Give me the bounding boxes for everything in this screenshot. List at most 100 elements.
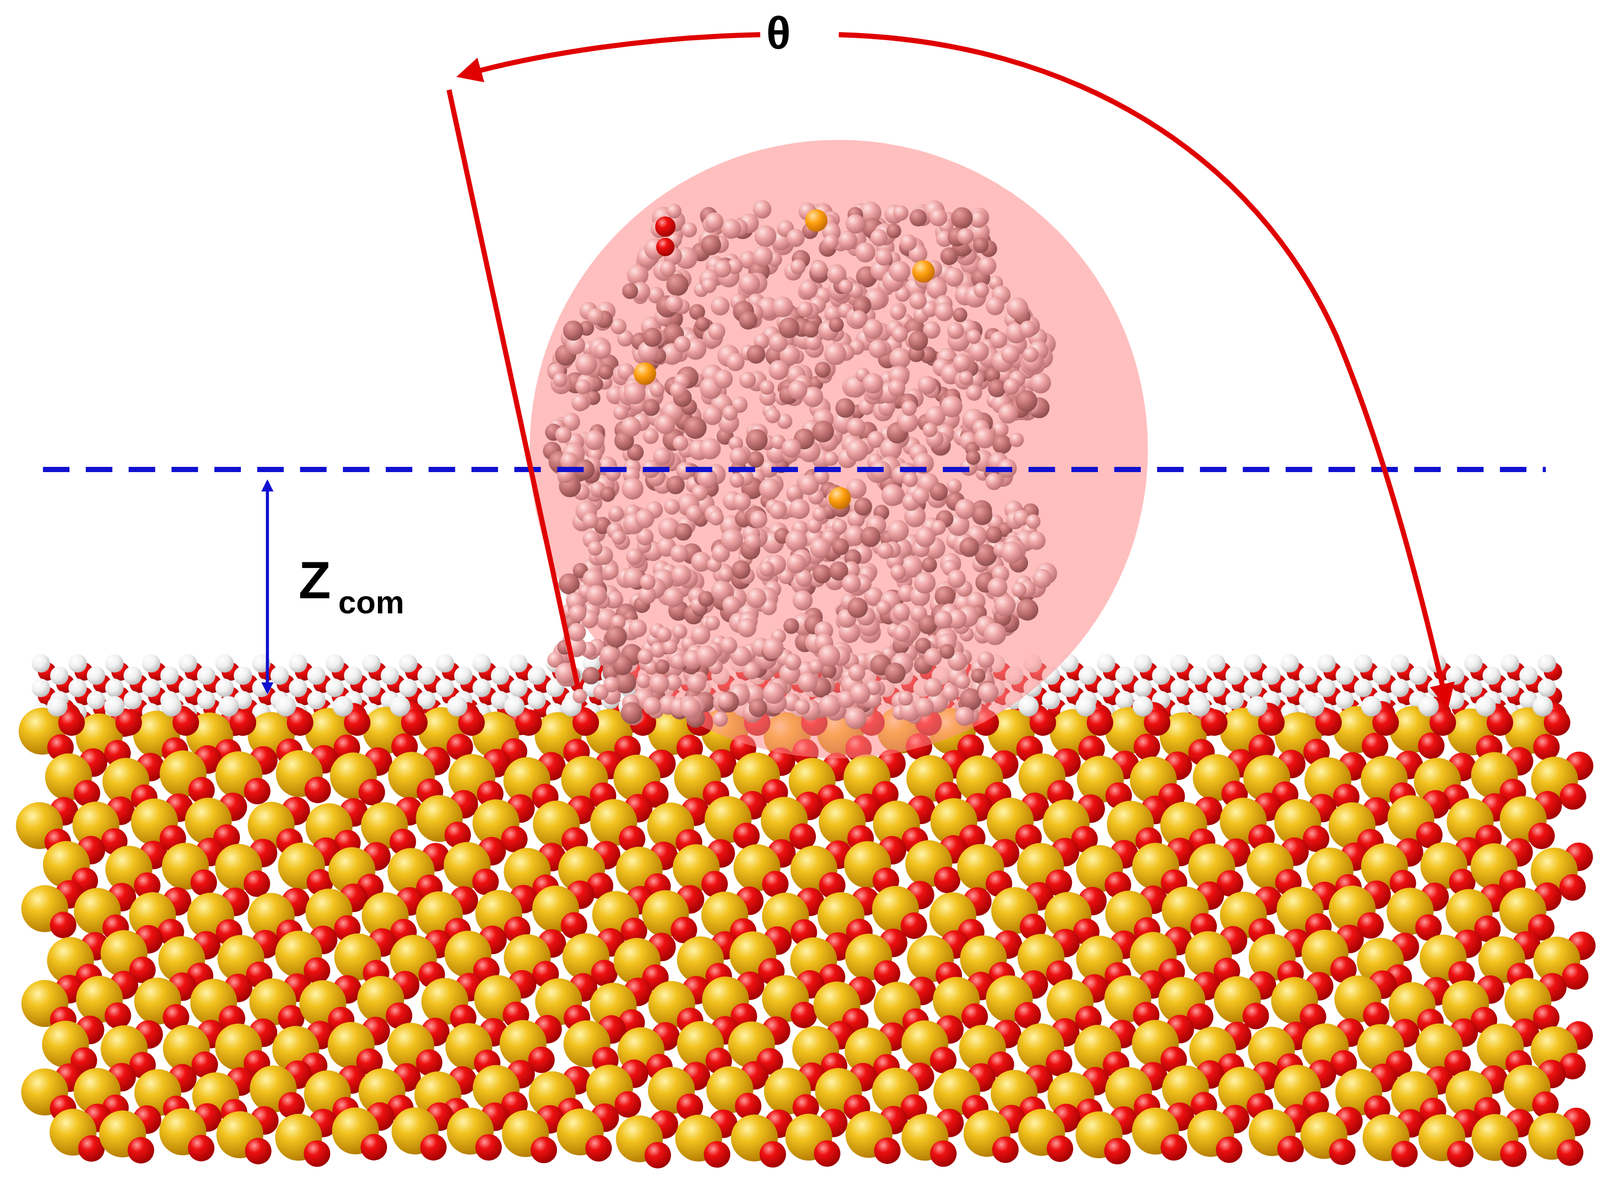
atom [127, 1136, 155, 1164]
atom [1189, 695, 1211, 717]
atom [666, 475, 685, 495]
atom [1041, 690, 1061, 710]
atom [1133, 653, 1153, 673]
atom [759, 1140, 787, 1168]
atom [50, 666, 69, 685]
atom [307, 666, 326, 685]
atom [1361, 732, 1389, 760]
atom [992, 434, 1012, 454]
atom [1133, 733, 1161, 760]
atom [1103, 1137, 1131, 1164]
atom [360, 1133, 387, 1161]
atom [1303, 695, 1325, 717]
atom [642, 427, 659, 444]
atom [1225, 690, 1244, 710]
atom [68, 678, 87, 697]
atom [1046, 1135, 1074, 1162]
atom [307, 690, 326, 710]
atom [362, 678, 381, 697]
atom [684, 416, 707, 439]
atom [435, 678, 454, 697]
atom [1246, 695, 1267, 717]
atom [104, 1001, 131, 1029]
atom [1335, 690, 1354, 710]
atom [419, 1133, 447, 1161]
atom [123, 666, 143, 685]
atom [1418, 732, 1445, 759]
atom [178, 653, 197, 673]
atom [1096, 653, 1116, 673]
atom [1188, 666, 1207, 685]
atom [509, 678, 528, 697]
atom [686, 673, 707, 693]
atom [86, 690, 106, 710]
atom [1500, 653, 1520, 673]
atom [31, 678, 51, 697]
atom [1464, 653, 1483, 673]
atom [703, 1140, 731, 1168]
atom [1418, 695, 1439, 717]
atom [362, 653, 381, 673]
atom [490, 666, 510, 685]
atom [1559, 873, 1586, 901]
atom [472, 653, 491, 673]
atom [585, 1134, 612, 1162]
atom [1528, 822, 1555, 849]
atom [1353, 678, 1373, 697]
atom [893, 205, 909, 221]
atom [1206, 653, 1226, 673]
atom [1160, 1133, 1188, 1161]
atom [1360, 695, 1382, 717]
atom [1280, 653, 1300, 673]
atom [105, 653, 124, 673]
atom [215, 653, 234, 673]
atom [917, 375, 937, 395]
atom [1519, 666, 1538, 685]
atom [701, 277, 717, 293]
atom [1464, 678, 1483, 697]
atom [288, 653, 308, 673]
atom [1225, 666, 1244, 685]
atom [196, 666, 216, 685]
atom [1317, 678, 1336, 697]
atom [1277, 1135, 1304, 1162]
protein-molecule [542, 199, 1058, 729]
atom [672, 624, 688, 640]
atom [1328, 1137, 1356, 1165]
atom [855, 242, 876, 263]
atom [1132, 695, 1154, 717]
atom [1482, 666, 1501, 685]
atom [1075, 695, 1096, 717]
atom [343, 666, 363, 685]
atom [178, 678, 197, 697]
atom [1537, 653, 1557, 673]
atom [614, 1090, 642, 1118]
atom [886, 223, 902, 239]
atom [608, 505, 625, 521]
atom [1390, 653, 1410, 673]
atom [947, 569, 967, 588]
atom [1557, 1138, 1584, 1166]
atom [1446, 1140, 1474, 1167]
atom [188, 1134, 215, 1161]
atom [475, 1133, 502, 1161]
atom [873, 1137, 901, 1164]
atom [105, 678, 124, 697]
atom [610, 318, 627, 335]
atom [1533, 733, 1560, 761]
atom [1243, 653, 1263, 673]
atom [934, 585, 956, 607]
atom [86, 666, 106, 685]
atom [1115, 690, 1134, 710]
atom [1170, 678, 1190, 697]
atom [1390, 678, 1410, 697]
atom [798, 279, 818, 299]
atom [530, 1136, 557, 1163]
atom [1170, 653, 1190, 673]
atom [68, 653, 87, 673]
atom [1243, 678, 1263, 697]
atom [304, 776, 331, 804]
atom [854, 497, 873, 516]
atom [190, 869, 217, 896]
